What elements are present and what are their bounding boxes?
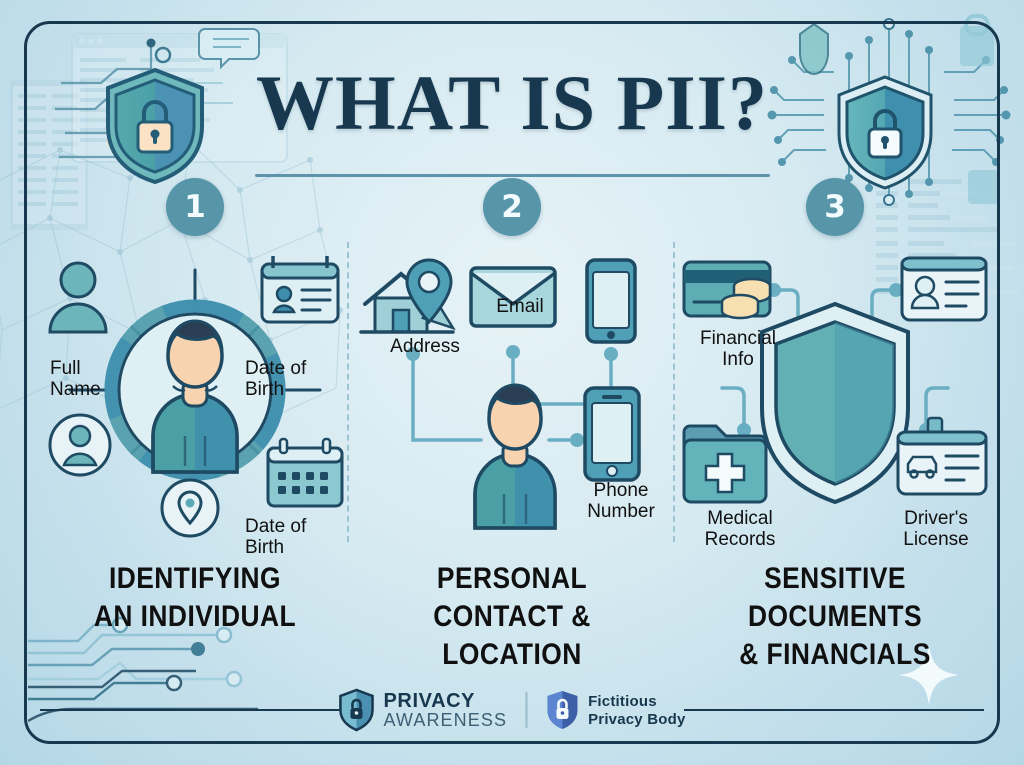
location-pin-circle-icon bbox=[160, 478, 220, 538]
person-target-icon bbox=[151, 319, 239, 474]
captions-container: IDENTIFYING AN INDIVIDUAL PERSONAL CONTA… bbox=[40, 560, 984, 685]
brand-secondary-line1: Fictitious bbox=[588, 692, 657, 710]
sparkle-icon bbox=[899, 645, 959, 705]
column-divider-2 bbox=[673, 242, 675, 542]
brand-name-line2: AWARENESS bbox=[383, 710, 508, 730]
column-sensitive-documents-financials: 3 bbox=[680, 178, 990, 558]
footer-brands: PRIVACY AWARENESS Fictitious Privacy Bod… bbox=[338, 683, 685, 737]
caption-column-2: PERSONAL CONTACT & LOCATION bbox=[433, 562, 591, 671]
avatar-circle-icon bbox=[48, 413, 112, 477]
caption-column-1: IDENTIFYING AN INDIVIDUAL bbox=[93, 562, 297, 633]
shield-lock-icon bbox=[339, 688, 374, 732]
house-pin-icon bbox=[359, 258, 456, 334]
brand-secondary-line2: Privacy Body bbox=[588, 710, 686, 728]
medical-folder-icon bbox=[682, 424, 768, 504]
person-icon bbox=[473, 383, 557, 530]
footer-rule-right bbox=[684, 709, 984, 711]
page-title: WHAT IS PII? bbox=[256, 59, 768, 146]
title-underline bbox=[255, 174, 770, 177]
smartphone-icon bbox=[585, 258, 637, 344]
column-3-scene bbox=[682, 256, 988, 505]
smartphone-icon bbox=[583, 386, 641, 482]
brand-fictitious-privacy-body: Fictitious Privacy Body bbox=[545, 689, 685, 731]
shield-lock-icon bbox=[106, 67, 204, 185]
shield-lock-circuit-icon bbox=[837, 75, 933, 190]
column-identifying-an-individual: 1 bbox=[40, 178, 350, 558]
column-personal-contact-location: 2 bbox=[357, 178, 667, 558]
column-number-badge-1: 1 bbox=[166, 178, 224, 236]
credit-card-coins-icon bbox=[682, 260, 772, 320]
caption-column-3: SENSITIVE DOCUMENTS & FINANCIALS bbox=[739, 562, 931, 671]
label-drivers-license: Driver's License bbox=[903, 508, 969, 550]
footer-rule-left bbox=[40, 709, 340, 711]
poster-footer: PRIVACY AWARENESS Fictitious Privacy Bod… bbox=[0, 683, 1024, 737]
shield-icon bbox=[760, 301, 910, 505]
drivers-license-icon bbox=[896, 416, 988, 496]
label-financial-info: Financial Info bbox=[699, 328, 777, 370]
brand-name-line1: PRIVACY bbox=[383, 690, 476, 712]
label-date-of-birth-top: Date of Birth bbox=[245, 358, 307, 400]
columns-container: 1 bbox=[40, 178, 988, 558]
id-card-icon bbox=[260, 256, 340, 324]
label-phone-number: Phone Number bbox=[587, 480, 655, 522]
shield-lock-icon bbox=[547, 691, 578, 729]
column-2-scene bbox=[359, 258, 641, 530]
label-medical-records: Medical Records bbox=[704, 508, 776, 550]
id-card-icon bbox=[900, 256, 988, 322]
column-1-scene bbox=[48, 256, 344, 538]
label-date-of-birth-bottom: Date of Birth bbox=[245, 516, 307, 558]
column-divider-1 bbox=[347, 242, 349, 542]
calendar-icon bbox=[266, 437, 344, 508]
label-address: Address bbox=[390, 336, 460, 357]
column-number-badge-2: 2 bbox=[483, 178, 541, 236]
poster-header: WHAT IS PII? bbox=[0, 34, 1024, 190]
brand-privacy-awareness: PRIVACY AWARENESS bbox=[338, 688, 507, 732]
footer-divider bbox=[525, 692, 528, 728]
person-icon bbox=[48, 261, 108, 334]
column-number-badge-3: 3 bbox=[806, 178, 864, 236]
envelope-icon bbox=[469, 266, 557, 328]
label-email: Email bbox=[496, 296, 544, 317]
label-full-name: Full Name bbox=[50, 358, 101, 400]
